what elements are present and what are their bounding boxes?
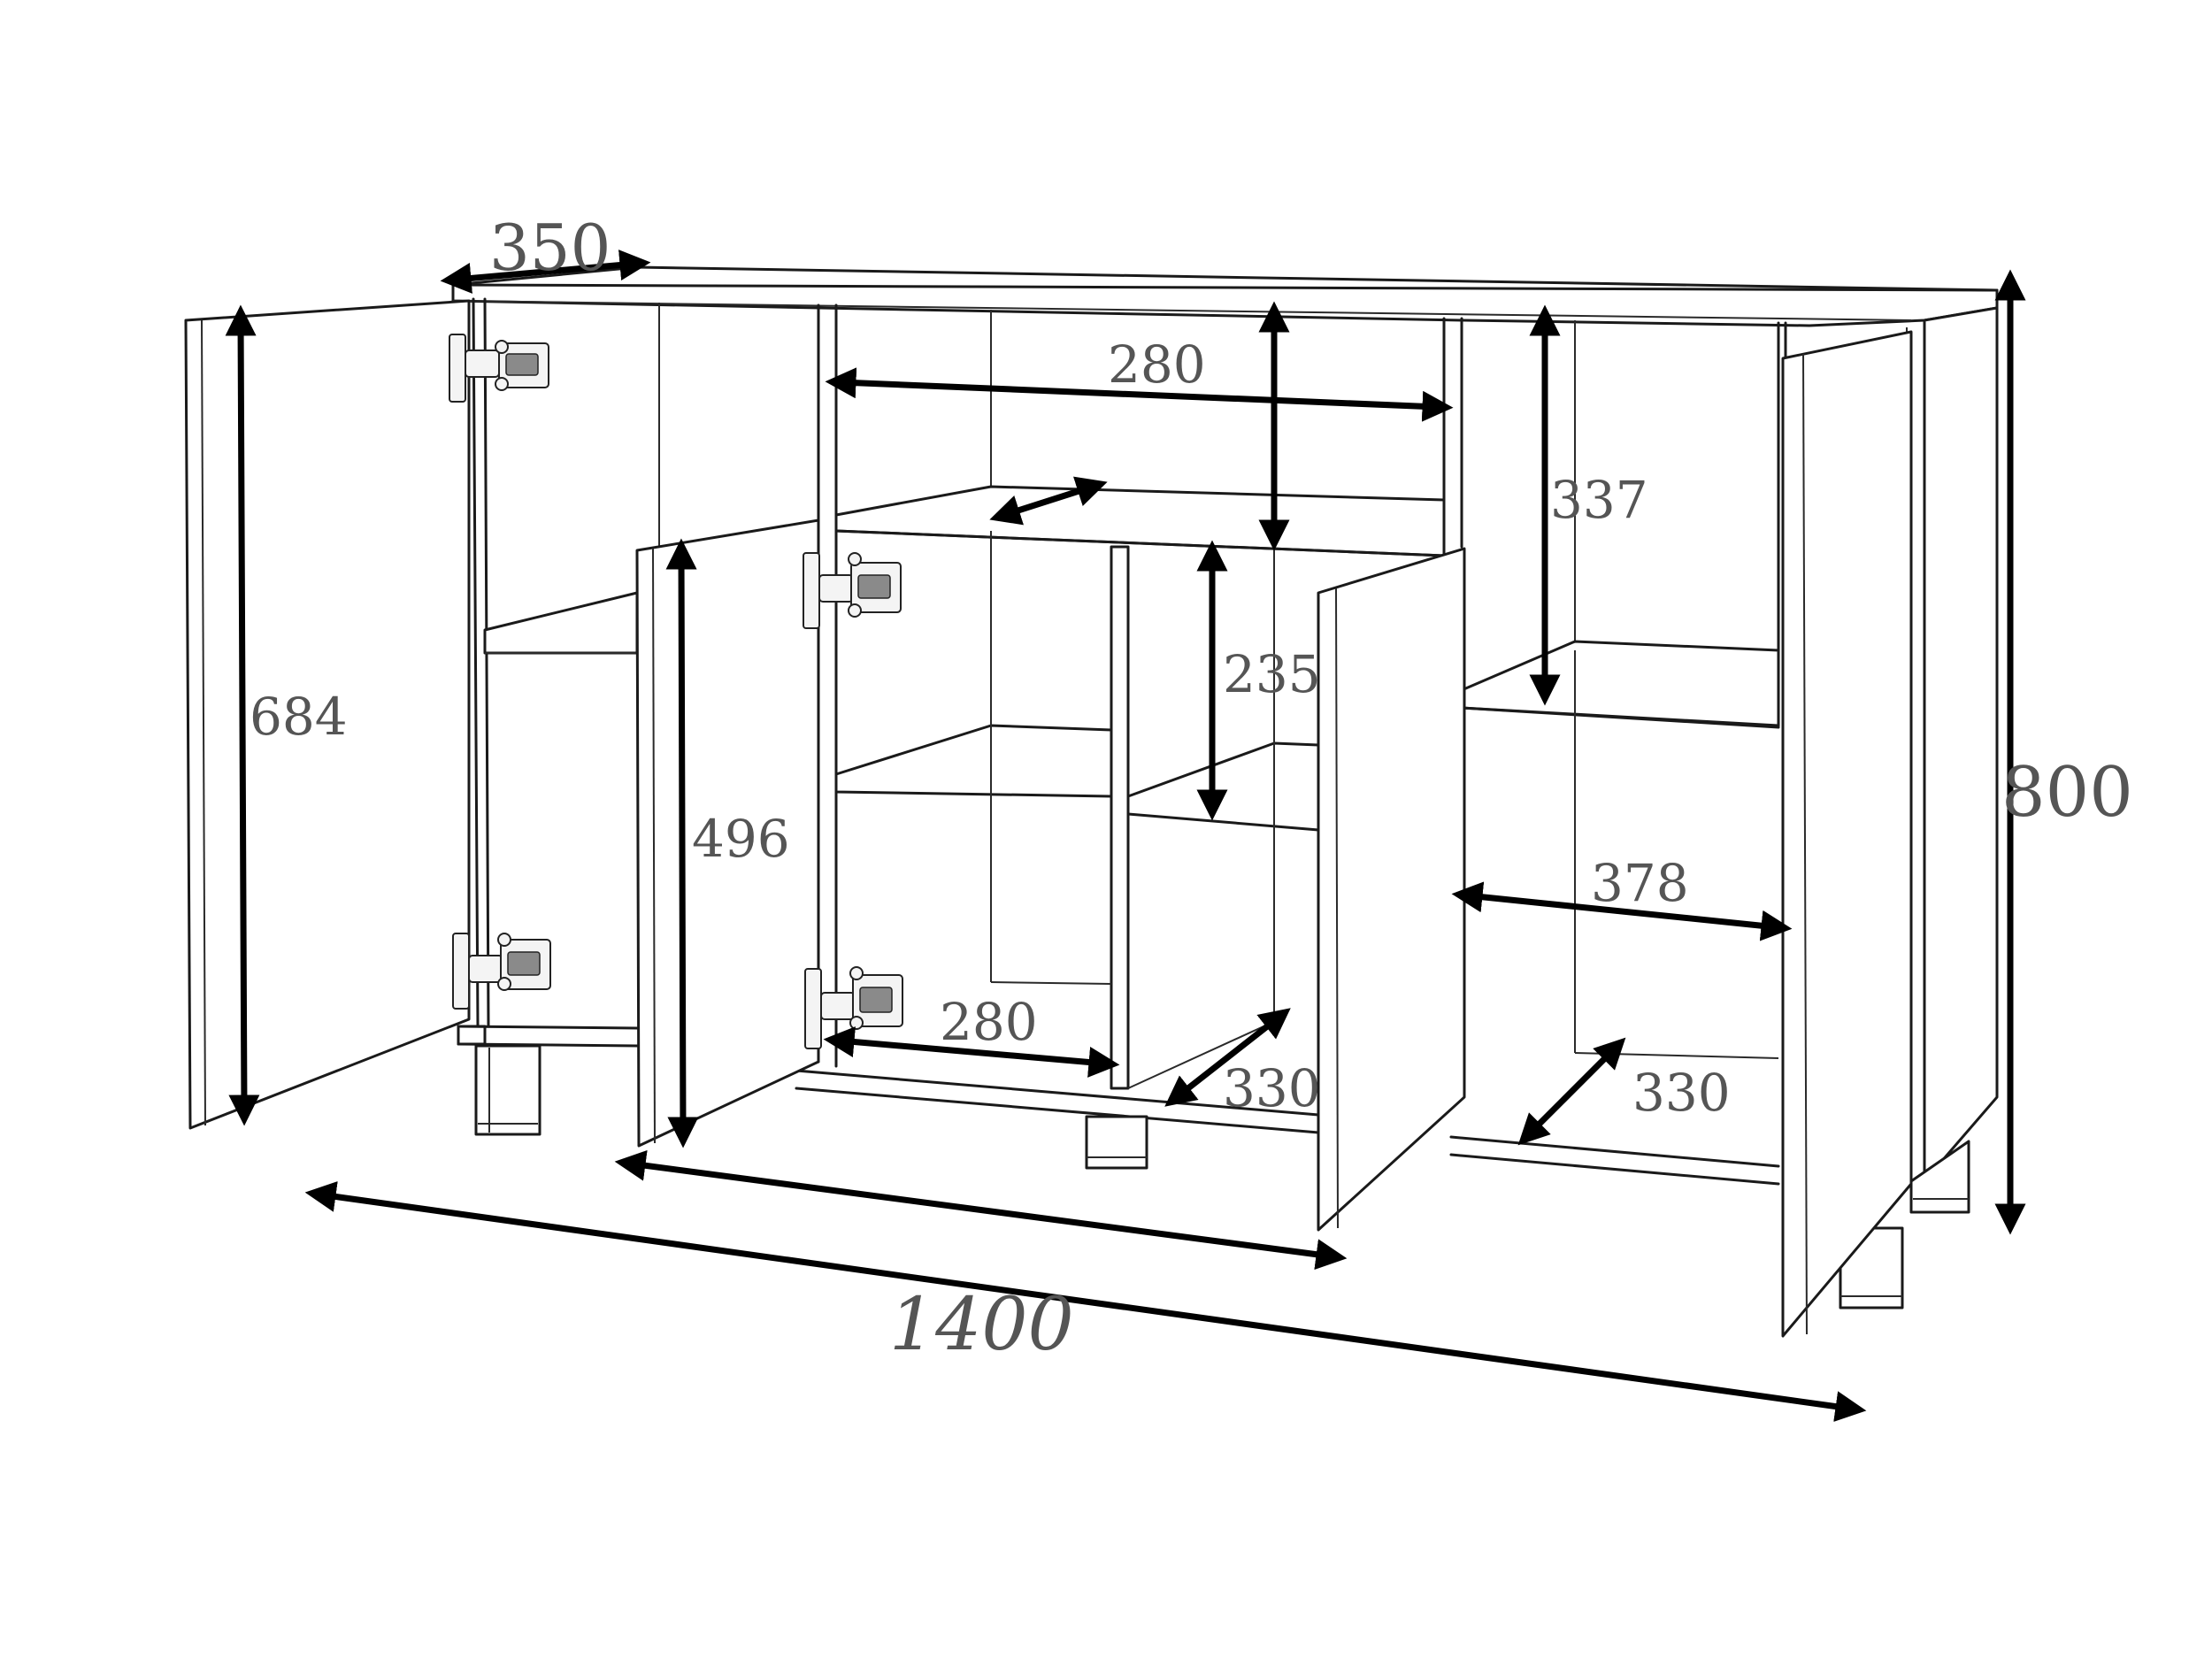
right-compartment-width-arrow [1451, 881, 1793, 941]
bottom-niche-width-arrow [823, 1026, 1120, 1078]
middle-depth-arrow [1164, 1008, 1291, 1107]
right-depth-arrow [1517, 1037, 1626, 1146]
left-door-height-label: 684 [250, 687, 348, 747]
right-depth-label: 330 [1632, 1063, 1731, 1123]
total-height-label: 800 [2001, 753, 2133, 833]
dimension-labels: 350 800 1400 684 496 280 337 235 378 280… [250, 211, 2133, 1367]
middle-depth-label: 330 [1223, 1058, 1321, 1118]
left-door-height-arrow [225, 304, 260, 1126]
hinge-icon [804, 966, 903, 1049]
right-compartment-width-label: 378 [1591, 853, 1689, 913]
depth-top-label: 350 [489, 211, 611, 285]
hinge-icon [803, 552, 902, 629]
upper-niche-width-arrow [825, 367, 1454, 422]
total-width-label: 1400 [889, 1283, 1074, 1367]
middle-right-door [1317, 547, 1466, 1232]
right-door [1781, 330, 1913, 1338]
cabinet-body [451, 265, 1999, 1186]
hinge-icon [452, 933, 551, 1010]
middle-door-height-arrow [665, 538, 699, 1148]
hinge-icon [449, 334, 549, 403]
bottom-niche-width-label: 280 [940, 992, 1038, 1052]
total-width-arrow [304, 1181, 1867, 1422]
dimension-arrows [225, 250, 2026, 1422]
upper-niche-width-label: 280 [1108, 334, 1206, 395]
hinge-icons [449, 334, 903, 1049]
middle-door-height-label: 496 [692, 809, 790, 869]
depth-top-arrow [440, 250, 651, 294]
shelf-gap-height-label: 235 [1223, 644, 1321, 704]
front-width-arrow [614, 1149, 1348, 1271]
upper-niche-height-label: 337 [1550, 470, 1648, 530]
upper-niche-depth-arrow [989, 476, 1108, 526]
